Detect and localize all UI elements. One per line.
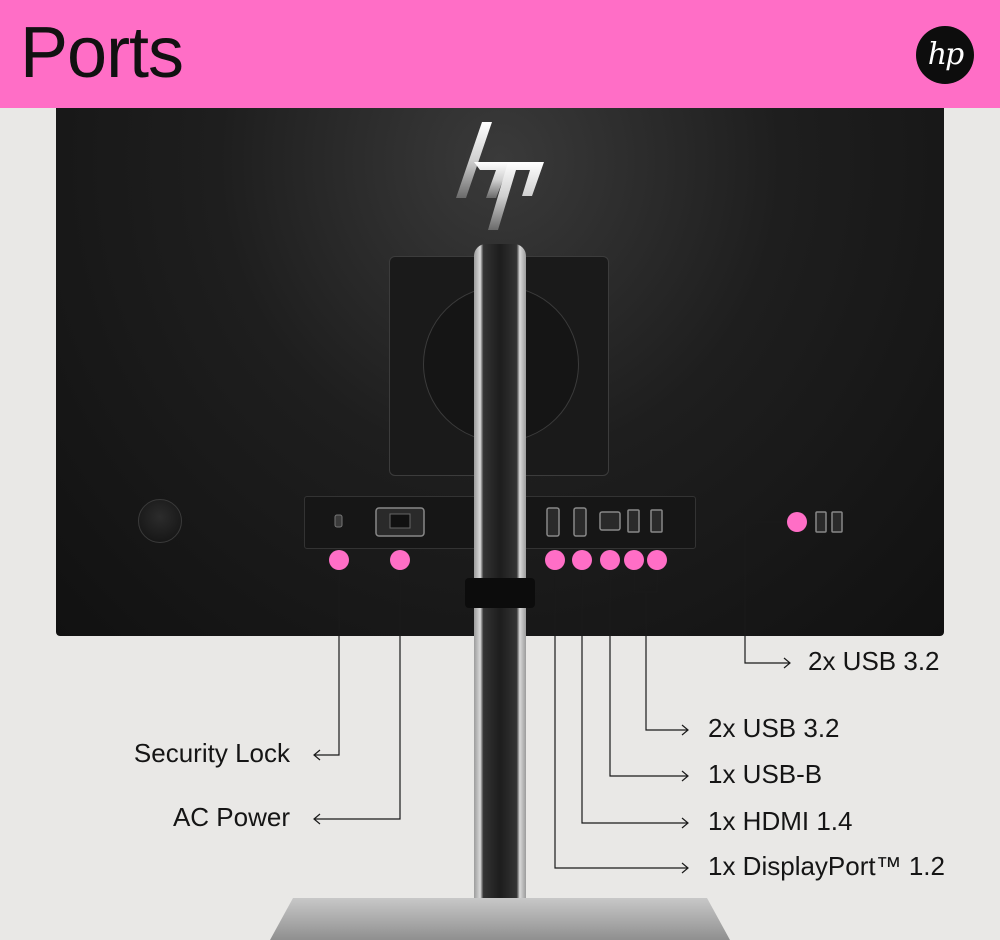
callout-line-usb-side [744, 521, 797, 664]
callout-arrow-hdmi [681, 817, 689, 829]
ac-power-pins [389, 513, 411, 529]
callout-arrow-ac-power [313, 813, 321, 825]
power-joystick [138, 499, 182, 543]
marker-usb-side [787, 512, 807, 532]
usb-a-side-port-1 [815, 511, 827, 533]
callout-line-displayport [554, 560, 688, 869]
marker-security-lock [329, 550, 349, 570]
label-security-lock: Security Lock [133, 738, 290, 768]
marker-displayport [545, 550, 565, 570]
cable-clip [465, 578, 535, 608]
usb-b-port [599, 511, 621, 531]
callout-line-ac-power [314, 560, 401, 820]
label-usb-side: 2x USB 3.2 [808, 646, 940, 676]
label-usb-rear: 2x USB 3.2 [708, 713, 840, 743]
hp-brand-badge: hp [916, 26, 974, 84]
marker-usb-rear-1 [624, 550, 644, 570]
callout-arrow-security-lock [313, 749, 321, 761]
security-lock-port [334, 514, 343, 528]
usb-a-port-1 [627, 509, 640, 533]
label-hdmi: 1x HDMI 1.4 [708, 806, 853, 836]
marker-usb-rear-2 [647, 550, 667, 570]
callout-arrow-displayport [681, 862, 689, 874]
displayport-port [546, 507, 560, 537]
callout-arrow-usb-side [783, 657, 791, 669]
callout-line-security-lock [314, 560, 340, 756]
callout-line-usb-b [609, 560, 688, 777]
usb-a-port-2 [650, 509, 663, 533]
callout-line-usb-rear [645, 592, 688, 731]
hdmi-port [573, 507, 587, 537]
marker-usb-b [600, 550, 620, 570]
hp-logo-icon [456, 122, 544, 230]
callout-line-hdmi [581, 560, 688, 824]
label-displayport: 1x DisplayPort™ 1.2 [708, 851, 945, 881]
label-ac-power: AC Power [172, 802, 290, 832]
stand-base [270, 898, 730, 940]
callout-arrow-usb-b [681, 770, 689, 782]
label-usb-b: 1x USB-B [708, 759, 823, 789]
usb-a-side-port-2 [831, 511, 843, 533]
header-banner: Ports hp [0, 0, 1000, 108]
marker-ac-power [390, 550, 410, 570]
callout-arrow-usb-rear [681, 724, 689, 736]
page-title: Ports [20, 13, 184, 93]
marker-hdmi [572, 550, 592, 570]
